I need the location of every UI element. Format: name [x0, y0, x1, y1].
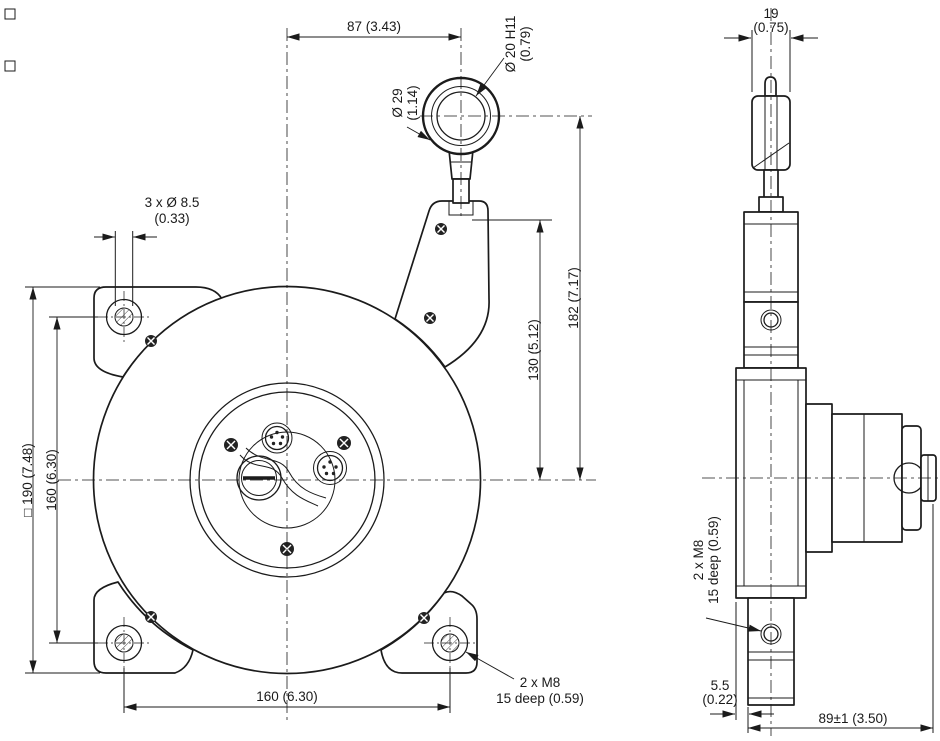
dim-label: 160 (6.30)	[256, 689, 318, 704]
dim-label: 87 (3.43)	[347, 19, 401, 34]
note-label: 15 deep (0.59)	[706, 516, 721, 604]
screw-icon	[145, 335, 157, 347]
encoder-body	[831, 413, 903, 543]
centerlines-side	[702, 8, 938, 736]
cable-guide-arm	[394, 200, 490, 368]
cable-wave	[245, 447, 327, 499]
clevis-eye-tip	[764, 76, 777, 97]
dim-depth-89: 89±1 (3.50)	[748, 504, 934, 733]
dim-height-130: 130 (5.12)	[472, 219, 552, 480]
dim-eyelet-outer: Ø 29 (1.14)	[390, 85, 431, 141]
dim-mount-holes-8-5: 3 x Ø 8.5 (0.33)	[94, 195, 199, 306]
screw-icon	[435, 223, 447, 235]
dim-label: Ø 20 H11	[503, 16, 518, 73]
note-label: 15 deep (0.59)	[496, 691, 584, 706]
note-thread-front: 2 x M8 15 deep (0.59)	[465, 651, 584, 706]
dim-hole-spacing-vertical-160: 160 (6.30)	[44, 316, 98, 644]
dim-label: (1.14)	[405, 85, 420, 120]
front-view: 87 (3.43) Ø 20 H11 (0.79) Ø 29 (1.14) 18…	[20, 16, 596, 724]
dim-square-190: □ 190 (7.48)	[20, 286, 100, 674]
dim-label: (0.22)	[702, 692, 737, 707]
side-view: 19 (0.75) 2 x M8 15 deep (0.59) 5.5 (0.2…	[691, 6, 938, 736]
screw-icon	[418, 612, 430, 624]
connector-top	[261, 422, 293, 454]
note-thread-side: 2 x M8 15 deep (0.59)	[691, 516, 762, 632]
hub-screw-icon	[224, 438, 238, 452]
dim-label: (0.79)	[518, 26, 533, 61]
dim-label: 160 (6.30)	[44, 449, 59, 511]
connector-right	[313, 451, 347, 485]
dim-rod-width-19: 19 (0.75)	[724, 6, 818, 92]
dim-label: (0.33)	[154, 211, 189, 226]
dim-label: 19	[763, 6, 778, 21]
note-label: 2 x M8	[691, 540, 706, 581]
dim-label: Ø 29	[390, 88, 405, 117]
upper-mid-block	[743, 301, 799, 369]
cable-wave	[239, 454, 319, 507]
note-label: 2 x M8	[520, 675, 561, 690]
dim-offset-5-5: 5.5 (0.22)	[702, 602, 774, 733]
page-corner-marks	[4, 8, 16, 72]
dim-eyelet-bore: Ø 20 H11 (0.79)	[475, 16, 533, 97]
dim-label: 3 x Ø 8.5	[145, 195, 200, 210]
screw-icon	[424, 312, 436, 324]
shaft-end	[236, 455, 282, 501]
dim-label: 130 (5.12)	[526, 319, 541, 381]
dim-label: 89±1 (3.50)	[819, 711, 888, 726]
dim-label: □ 190 (7.48)	[20, 443, 35, 516]
dim-label: 5.5	[711, 678, 730, 693]
dim-label: 182 (7.17)	[566, 267, 581, 329]
hub-screw-icon	[337, 436, 351, 450]
dim-hole-spacing-horizontal-160: 160 (6.30)	[123, 668, 451, 713]
dim-label: (0.75)	[753, 20, 788, 35]
screw-icon	[145, 611, 157, 623]
dim-top-offset-87: 87 (3.43)	[287, 19, 461, 41]
centerlines-front	[58, 28, 596, 724]
dim-height-182: 182 (7.17)	[566, 116, 584, 480]
